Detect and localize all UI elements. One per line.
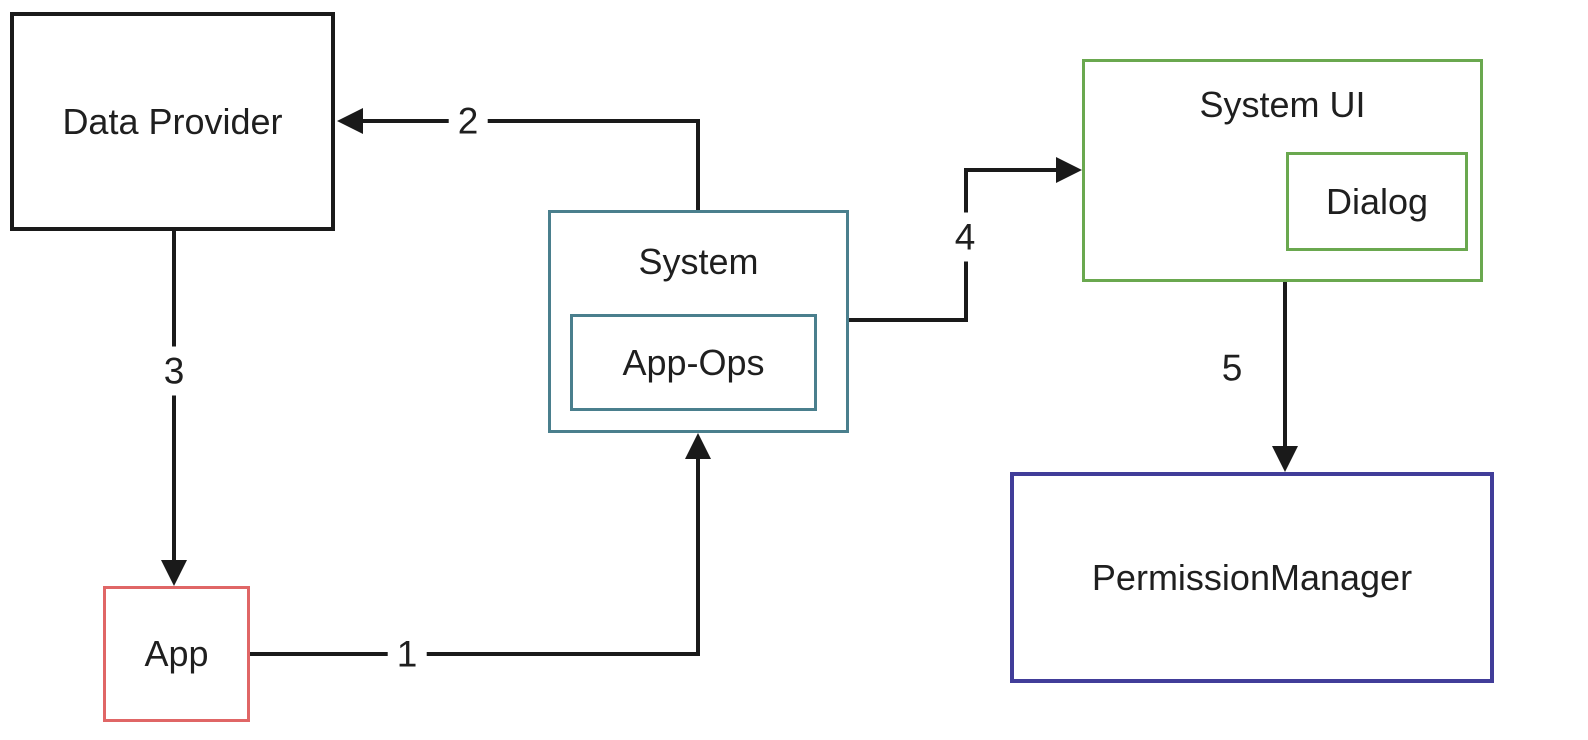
data-provider-label: Data Provider — [62, 100, 283, 142]
arrow-4-label: 4 — [945, 212, 985, 262]
system-box: System App-Ops — [548, 210, 849, 433]
data-provider-box: Data Provider — [10, 12, 335, 231]
dialog-box: Dialog — [1286, 152, 1468, 251]
arrow-4-arrowhead — [1056, 157, 1082, 183]
arrow-1-label: 1 — [387, 629, 427, 679]
arrow-1-arrowhead — [685, 433, 711, 459]
arrow-3-label: 3 — [154, 346, 194, 396]
arrow-5-label: 5 — [1212, 343, 1252, 393]
app-label: App — [144, 633, 209, 674]
arrow-2-line — [361, 119, 700, 210]
system-ui-box: System UI Dialog — [1082, 59, 1483, 282]
arrow-3-arrowhead — [161, 560, 187, 586]
app-box: App — [103, 586, 250, 722]
system-label: System — [638, 241, 759, 282]
system-ui-label: System UI — [1199, 84, 1366, 125]
permission-manager-box: PermissionManager — [1010, 472, 1494, 683]
arrow-1-line — [250, 457, 700, 656]
arrow-2-arrowhead — [337, 108, 363, 134]
app-ops-box: App-Ops — [570, 314, 817, 411]
permission-manager-label: PermissionManager — [1091, 556, 1413, 598]
app-ops-label: App-Ops — [622, 341, 765, 383]
arrow-2-label: 2 — [448, 96, 488, 146]
arrow-5-arrowhead — [1272, 446, 1298, 472]
dialog-label: Dialog — [1325, 180, 1429, 222]
